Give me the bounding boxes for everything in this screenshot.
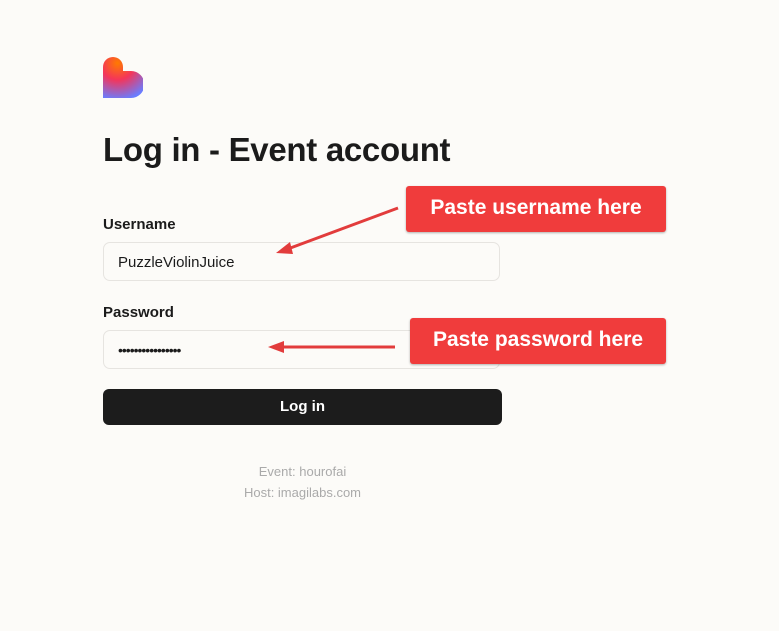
host-text: Host: imagilabs.com bbox=[243, 485, 362, 500]
logo-icon bbox=[103, 57, 143, 98]
event-text: Event: hourofai bbox=[258, 464, 347, 479]
password-callout: Paste password here bbox=[410, 318, 666, 364]
page-title: Log in - Event account bbox=[103, 131, 451, 168]
username-callout: Paste username here bbox=[406, 186, 666, 232]
username-label: Username bbox=[103, 216, 176, 233]
password-label: Password bbox=[103, 304, 174, 321]
username-input[interactable]: PuzzleViolinJuice bbox=[103, 242, 500, 281]
login-button[interactable]: Log in bbox=[103, 389, 502, 425]
